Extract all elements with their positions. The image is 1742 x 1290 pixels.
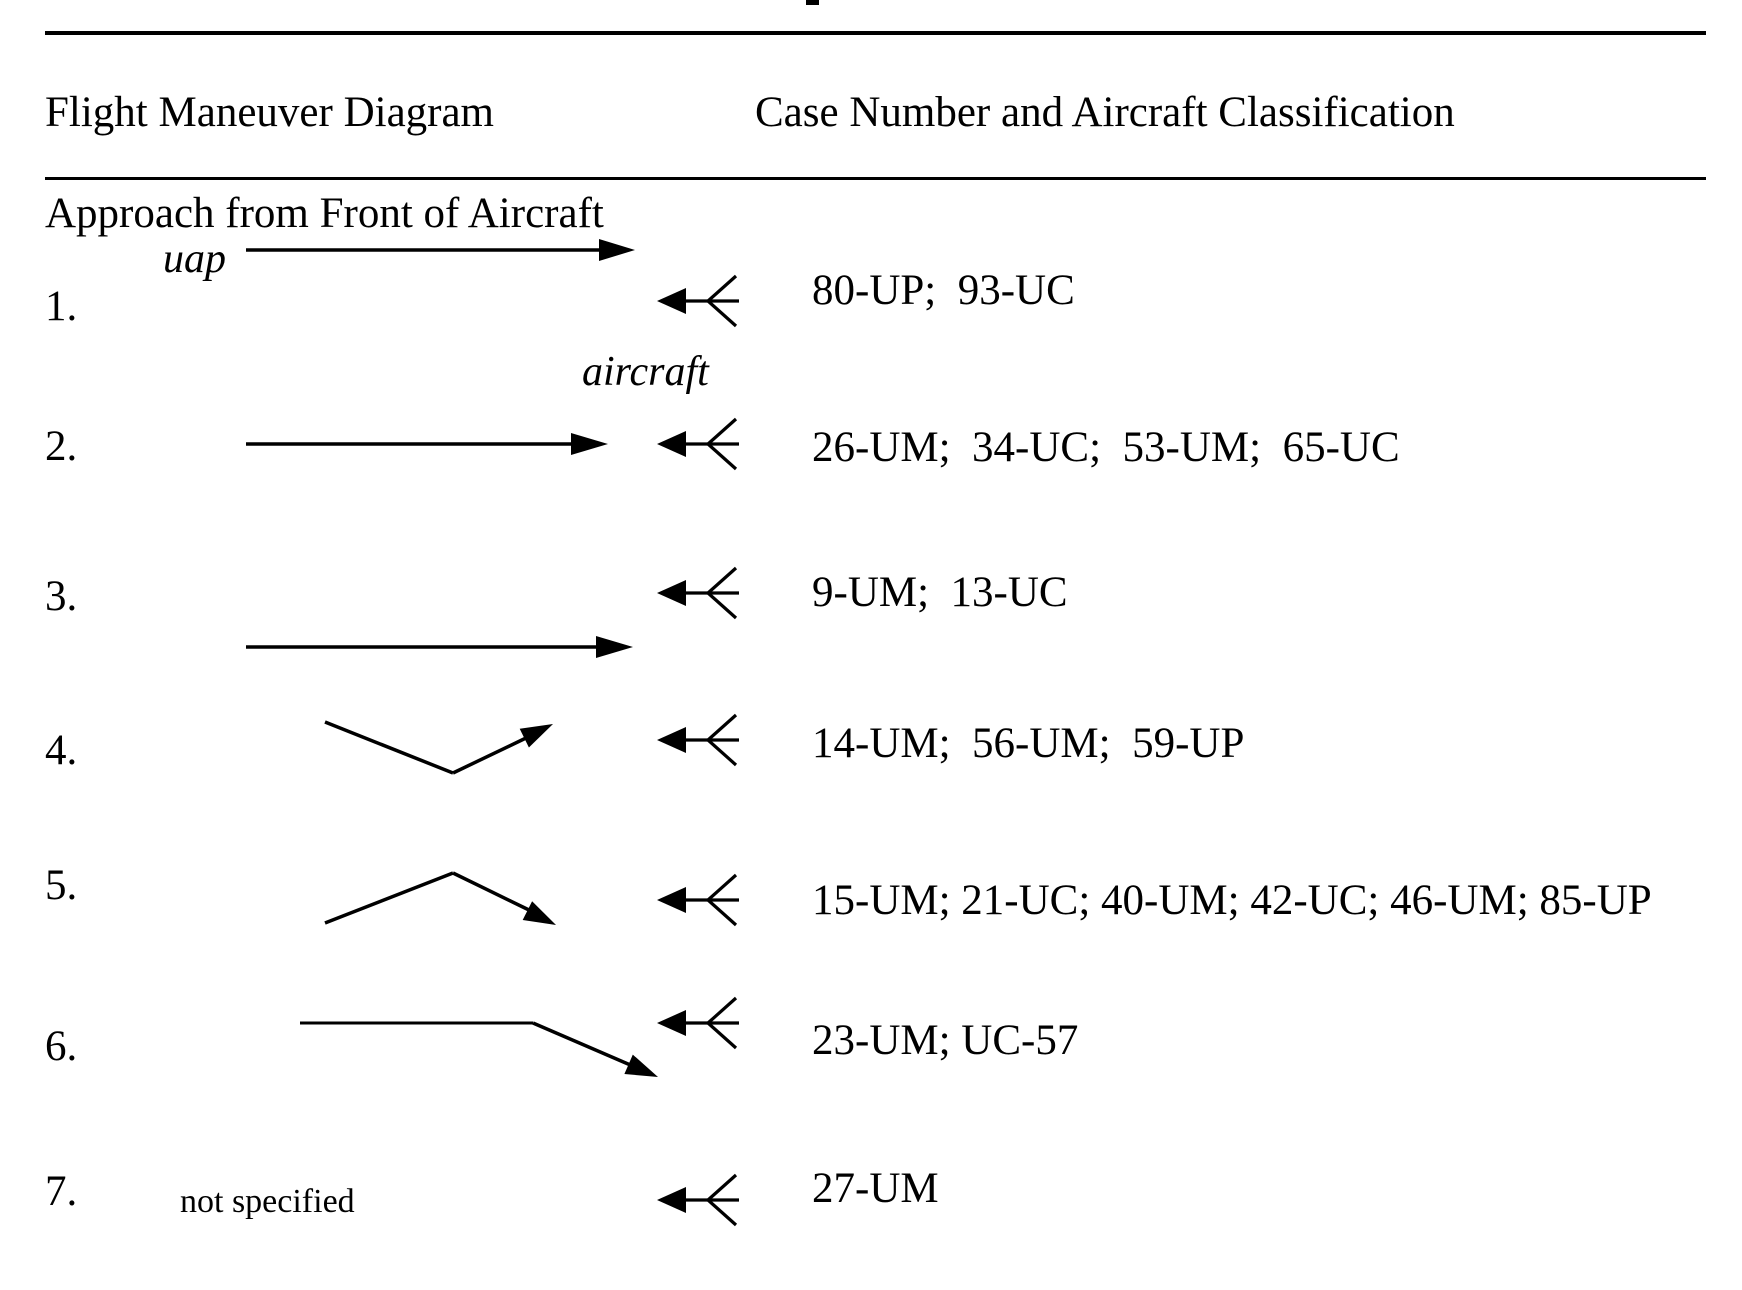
aircraft-symbol-row4 — [657, 713, 739, 767]
row-number: 6. — [45, 1023, 78, 1070]
uap-approach-arrow-row2 — [246, 433, 608, 455]
row-number: 5. — [45, 862, 78, 909]
row-number: 7. — [45, 1168, 78, 1215]
aircraft-symbol-row1 — [657, 274, 739, 328]
maneuver-level-descend-arrow — [300, 1021, 658, 1077]
column-header-flight-maneuver: Flight Maneuver Diagram — [45, 89, 495, 136]
row-number: 2. — [45, 423, 78, 470]
case-numbers: 27-UM — [812, 1165, 939, 1212]
not-specified-note: not specified — [180, 1183, 355, 1220]
aircraft-label: aircraft — [582, 349, 709, 395]
table-header-rule — [45, 177, 1706, 180]
row-number: 3. — [45, 573, 78, 620]
row-number: 1. — [45, 283, 78, 330]
uap-approach-arrow-row3 — [246, 636, 633, 658]
uap-label: uap — [163, 236, 226, 282]
case-numbers: 26-UM; 34-UC; 53-UM; 65-UC — [812, 424, 1400, 471]
case-numbers: 23-UM; UC-57 — [812, 1017, 1079, 1064]
aircraft-symbol-row3 — [657, 566, 739, 620]
maneuver-climb-descend-arrow — [324, 871, 556, 925]
case-numbers: 14-UM; 56-UM; 59-UP — [812, 720, 1245, 767]
case-numbers: 80-UP; 93-UC — [812, 267, 1075, 314]
aircraft-symbol-row5 — [657, 873, 739, 927]
maneuver-descend-climb-arrow — [324, 720, 553, 775]
aircraft-symbol-row7 — [657, 1173, 739, 1227]
aircraft-symbol-row6 — [657, 996, 739, 1050]
case-numbers: 9-UM; 13-UC — [812, 569, 1068, 616]
page-top-glyph-fragment — [806, 0, 819, 5]
aircraft-symbol-row2 — [657, 417, 739, 471]
case-numbers: 15-UM; 21-UC; 40-UM; 42-UC; 46-UM; 85-UP — [812, 877, 1652, 924]
column-header-case-number: Case Number and Aircraft Classification — [755, 89, 1455, 136]
uap-approach-arrow-row1 — [246, 239, 635, 261]
table-top-rule — [45, 31, 1706, 35]
section-title: Approach from Front of Aircraft — [45, 190, 604, 237]
row-number: 4. — [45, 727, 78, 774]
